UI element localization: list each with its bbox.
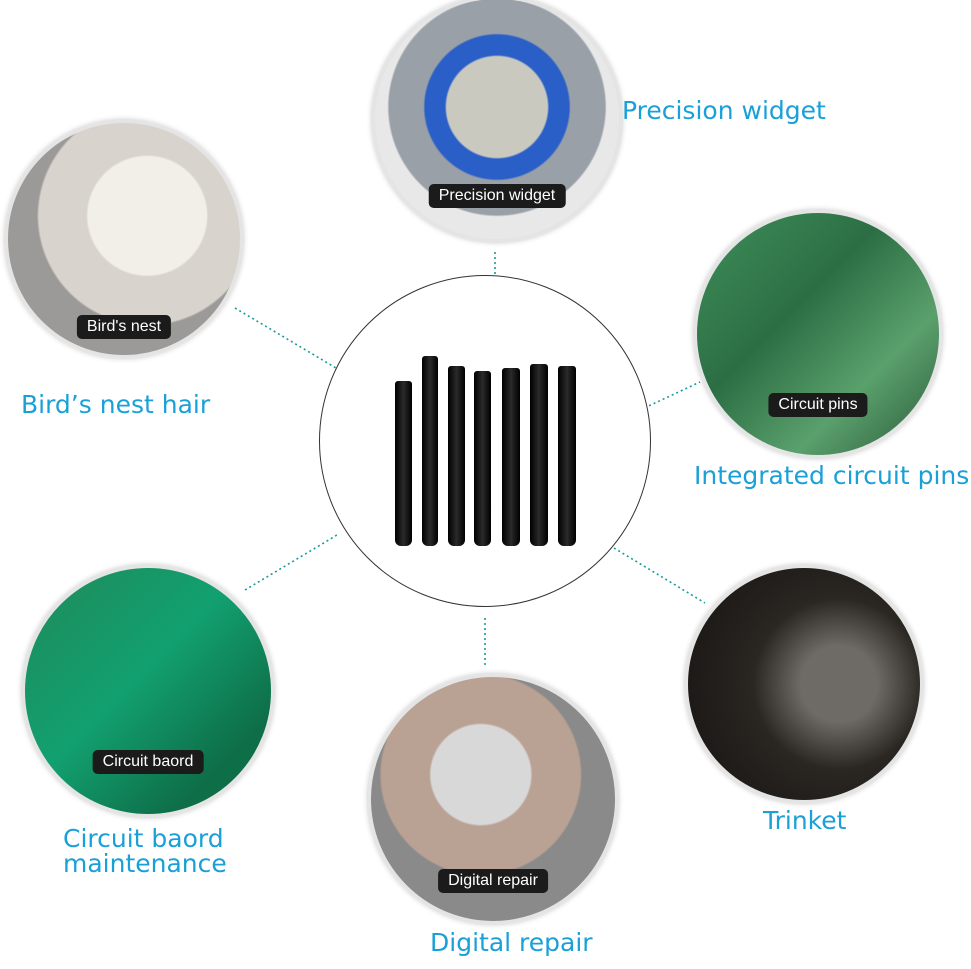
- photo-digital-repair: Digital repair: [368, 674, 618, 924]
- photo-birds-nest: Bird's nest: [5, 120, 243, 358]
- tweezers-image: [390, 346, 580, 546]
- badge-birds-nest: Bird's nest: [76, 315, 172, 339]
- photo-precision-widget: Precision widget: [372, 0, 622, 242]
- photo-circuit-board: Circuit baord: [22, 565, 274, 817]
- badge-circuit-pins: Circuit pins: [768, 393, 868, 417]
- caption-precision-widget: Precision widget: [622, 96, 826, 125]
- caption-trinket: Trinket: [763, 806, 847, 835]
- caption-integrated-circuit-pins: Integrated circuit pins: [694, 461, 970, 490]
- badge-precision-widget: Precision widget: [428, 184, 566, 208]
- caption-digital-repair: Digital repair: [430, 928, 593, 957]
- badge-circuit-board: Circuit baord: [92, 750, 204, 774]
- caption-circuit-board-line1: Circuit baord: [63, 824, 224, 853]
- caption-birds-nest-hair: Bird’s nest hair: [21, 390, 211, 419]
- connector-birds-nest: [234, 307, 337, 369]
- connector-trinket: [613, 547, 706, 604]
- photo-circuit-pins: Circuit pins: [694, 210, 942, 458]
- photo-trinket: [685, 565, 923, 803]
- product-circle: [319, 275, 651, 607]
- caption-circuit-board-line2: maintenance: [63, 849, 227, 878]
- badge-digital-repair: Digital repair: [438, 869, 548, 893]
- connector-circuit-board: [244, 534, 338, 591]
- connector-circuit-pins: [639, 381, 701, 411]
